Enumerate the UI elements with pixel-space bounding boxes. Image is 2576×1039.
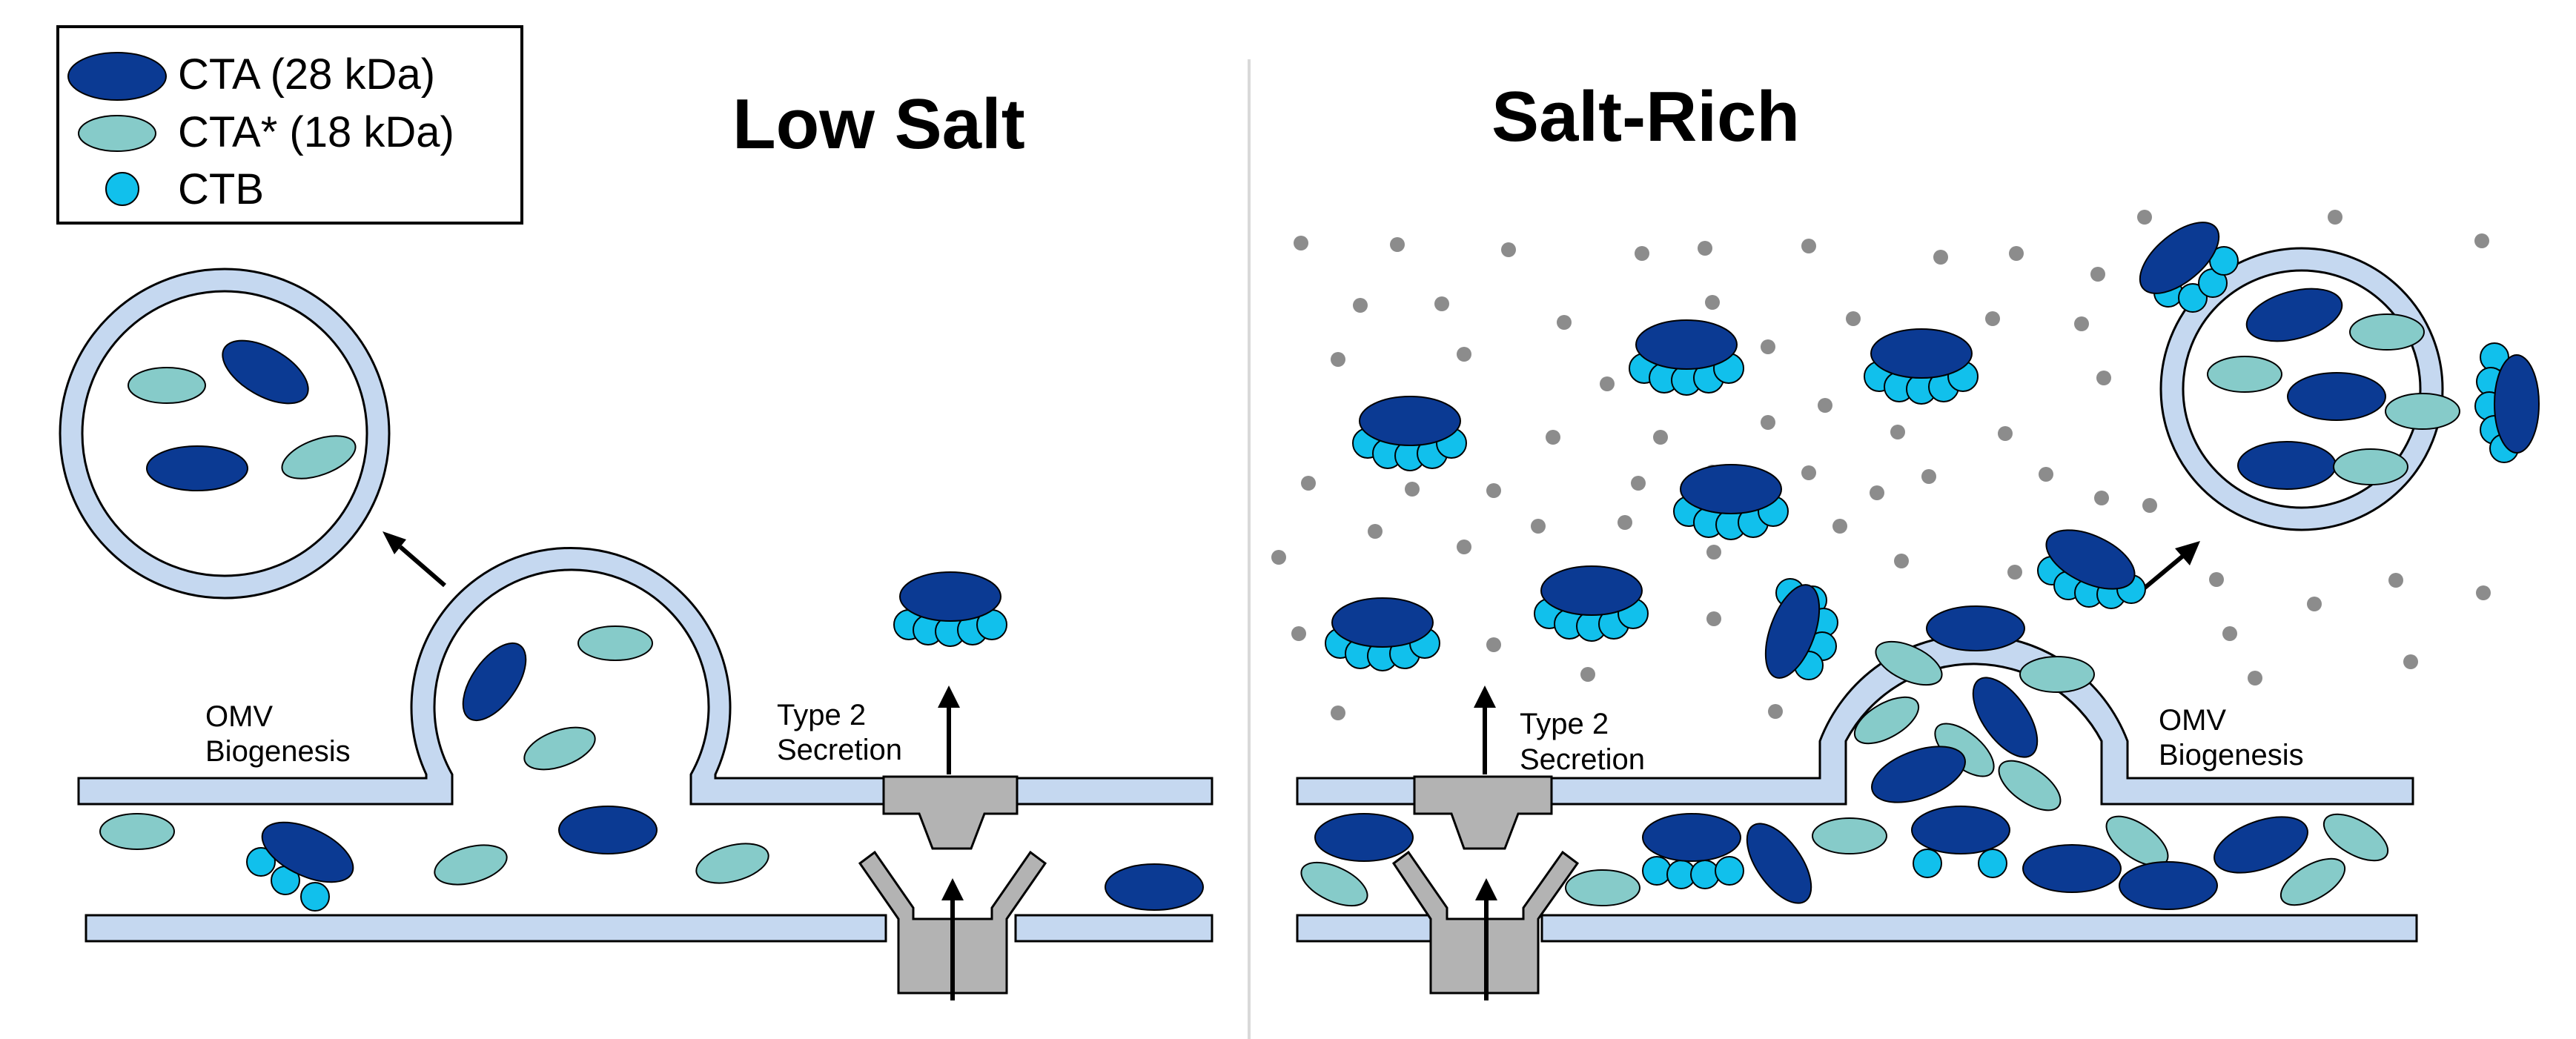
arrow-head: [1475, 878, 1497, 900]
cta-star: [577, 625, 653, 661]
cta-star: [2019, 656, 2095, 693]
cta-star: [1565, 869, 1640, 906]
cta-star: [2349, 313, 2425, 351]
arrow-head: [941, 878, 964, 900]
cta-star: [2385, 393, 2460, 430]
ctx-holotoxin-omv-bound: [2474, 342, 2540, 463]
cta-star: [99, 813, 175, 850]
arrow-head: [1474, 686, 1496, 708]
cta: [558, 806, 658, 854]
cta-star: [523, 726, 596, 771]
arrow-head: [938, 686, 960, 708]
released-omv-lumen: [81, 290, 368, 577]
cta-star: [2322, 813, 2389, 862]
legend: CTA (28 kDa) CTA* (18 kDa) CTB: [56, 25, 523, 225]
left-panel: OMV Biogenesis Type 2 Secretion: [59, 268, 1213, 1000]
ctx-holotoxin: [1325, 597, 1440, 671]
cta: [1871, 746, 1966, 803]
cta-ellipse-icon: [67, 52, 167, 101]
arrow-head: [2175, 541, 2200, 565]
cta: [1314, 813, 1414, 862]
legend-label-cta: CTA (28 kDa): [178, 50, 435, 99]
cta: [222, 339, 309, 405]
cta-star: [434, 844, 508, 886]
secretion-channel-outer: [882, 775, 1019, 850]
omv-release-arrow: [399, 545, 446, 588]
cta: [1746, 823, 1812, 904]
omv-release-arrow: [2137, 554, 2185, 595]
cta: [2287, 372, 2386, 421]
secretion-label-line1: Type 2: [777, 699, 866, 731]
ctx-holotoxin: [1534, 565, 1649, 642]
omv-label-line1: OMV: [2159, 704, 2226, 737]
cta: [1926, 605, 2025, 651]
cta: [2119, 861, 2218, 910]
cta: [146, 445, 248, 491]
ctx-assembling: [1911, 806, 2010, 878]
right-panel-title: Salt-Rich: [1491, 77, 1800, 156]
left-panel-title: Low Salt: [732, 84, 1025, 164]
cta-star: [1812, 817, 1887, 854]
omv-label-line1: OMV: [205, 700, 273, 733]
secretion-channel-outer: [1413, 775, 1553, 850]
cta: [2214, 816, 2308, 874]
ctx-holotoxin: [2037, 529, 2146, 609]
cta-star: [1998, 760, 2062, 811]
ctx-holotoxin: [1673, 464, 1789, 540]
ctx-assembling: [246, 821, 354, 912]
cta-star: [695, 843, 769, 884]
right-panel: Type 2 Secretion OMV Biogenesis: [1271, 210, 2540, 1000]
secretion-label-line1: Type 2: [1520, 708, 1609, 740]
ctx-holotoxin-membrane-bound: [1764, 578, 1838, 680]
ctx-holotoxin: [893, 571, 1007, 647]
arrow-head: [383, 531, 406, 554]
cta: [1972, 677, 2039, 758]
inner-membrane: [85, 914, 1213, 943]
ctb-circle-icon: [105, 172, 139, 206]
cta-star: [1300, 861, 1368, 907]
omv-label-line2: Biogenesis: [2159, 739, 2304, 771]
cta-star-ellipse-icon: [78, 115, 156, 152]
cta-star: [1875, 640, 1943, 686]
secretion-label-line2: Secretion: [1520, 743, 1645, 776]
secretion-label-line2: Secretion: [777, 734, 902, 766]
cta: [2022, 844, 2122, 893]
omv-label-line2: Biogenesis: [205, 735, 351, 768]
ctx-assembling: [1642, 813, 1744, 889]
cta: [2245, 288, 2343, 342]
ctx-holotoxin: [1352, 396, 1467, 471]
cta-star: [2333, 448, 2408, 485]
cta-star: [2279, 857, 2346, 906]
cta-star: [281, 435, 357, 479]
ctx-holotoxin-omv-bound: [2139, 222, 2239, 313]
cta-star: [128, 367, 206, 404]
cta: [1105, 863, 1204, 911]
cta: [462, 642, 527, 722]
legend-label-ctb: CTB: [178, 165, 264, 213]
ctx-holotoxin: [1864, 328, 1979, 405]
ctx-holotoxin: [1629, 319, 1744, 396]
cta: [2237, 441, 2337, 490]
legend-label-cta-star: CTA* (18 kDa): [178, 108, 454, 156]
cta-star: [1853, 696, 1920, 745]
cta-star: [2207, 356, 2282, 393]
